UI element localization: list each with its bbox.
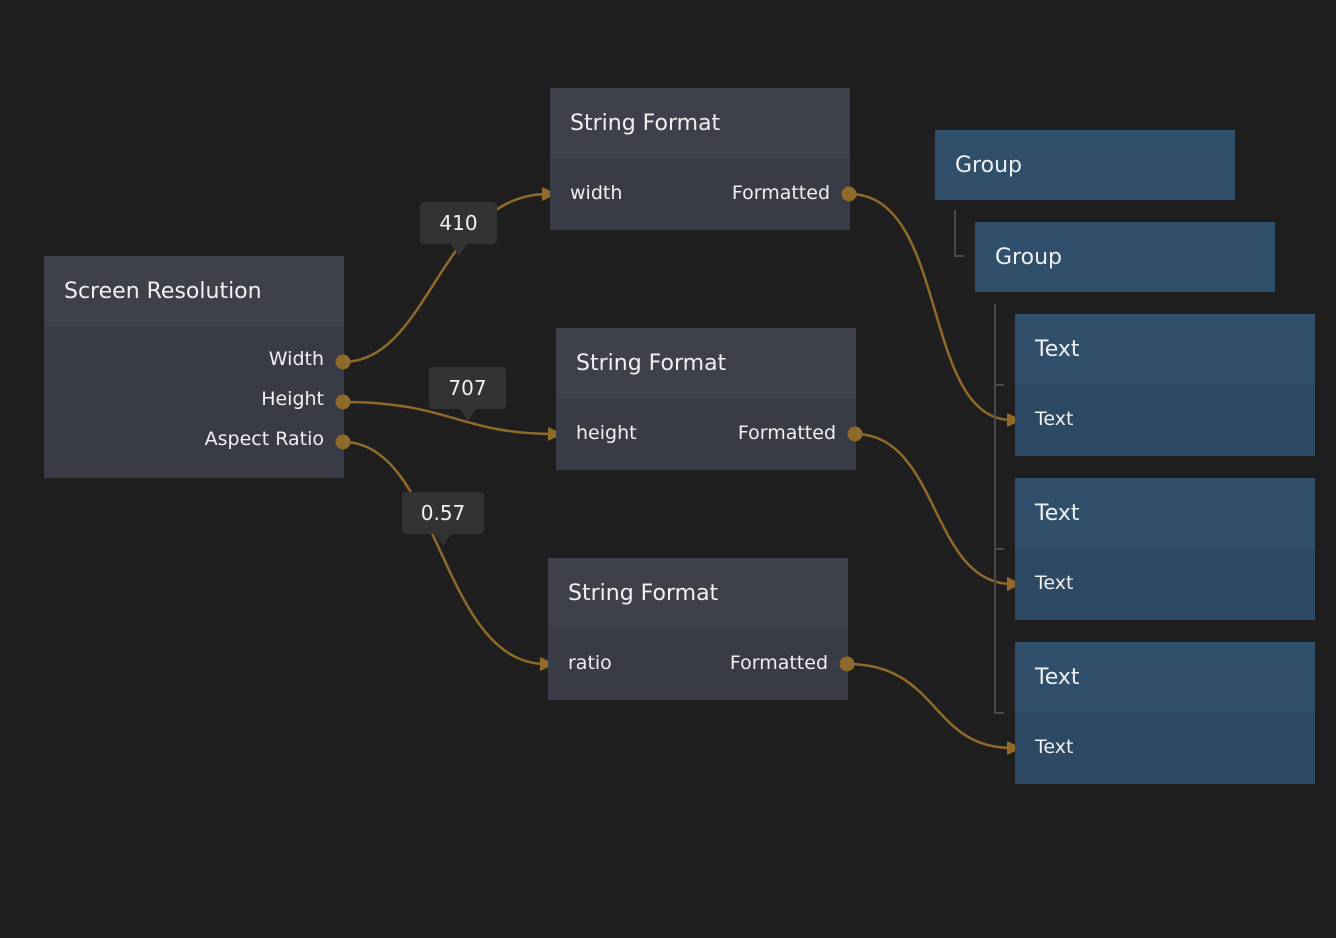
wire-formatted-3[interactable]	[846, 662, 1013, 750]
wire-height[interactable]	[342, 400, 555, 436]
string-format-node[interactable]: String Format width Formatted	[550, 88, 850, 230]
wire-width[interactable]	[342, 192, 549, 364]
input-port[interactable]: width	[570, 182, 623, 204]
arrow-icon	[548, 427, 563, 441]
arrow-icon	[540, 657, 555, 671]
text-node[interactable]: Text Text	[1015, 478, 1315, 620]
node-title: Text	[1015, 642, 1315, 712]
node-title: Group	[935, 130, 1235, 200]
node-title: Text	[1015, 478, 1315, 548]
output-aspect-ratio[interactable]: Aspect Ratio	[204, 428, 324, 450]
node-title: Group	[975, 222, 1275, 292]
node-title: String Format	[548, 558, 848, 628]
group-node[interactable]: Group	[975, 222, 1275, 292]
output-port[interactable]: Formatted	[737, 422, 836, 444]
input-port[interactable]: Text	[1035, 736, 1074, 758]
wire-formatted-1[interactable]	[848, 192, 1013, 422]
string-format-node[interactable]: String Format ratio Formatted	[548, 558, 848, 700]
input-port[interactable]: Text	[1035, 408, 1074, 430]
screen-resolution-node[interactable]: Screen Resolution Width Height Aspect Ra…	[44, 256, 344, 478]
tree-line	[994, 304, 1004, 714]
input-port[interactable]: ratio	[568, 652, 612, 674]
string-format-node[interactable]: String Format height Formatted	[556, 328, 856, 470]
arrow-icon	[1007, 413, 1022, 427]
wire-value-label: 410	[420, 202, 497, 256]
wire-value-label: 0.57	[402, 492, 484, 546]
input-port[interactable]: height	[576, 422, 637, 444]
node-title: String Format	[550, 88, 850, 158]
output-port[interactable]: Formatted	[731, 182, 830, 204]
output-port[interactable]: Formatted	[729, 652, 828, 674]
wire-value-label: 707	[429, 367, 506, 421]
text-node[interactable]: Text Text	[1015, 314, 1315, 456]
output-width[interactable]: Width	[268, 348, 324, 370]
node-title: Screen Resolution	[44, 256, 344, 326]
node-title: Text	[1015, 314, 1315, 384]
output-height[interactable]: Height	[261, 388, 324, 410]
tree-line	[954, 210, 964, 257]
arrow-icon	[1007, 577, 1022, 591]
wire-formatted-2[interactable]	[854, 432, 1013, 586]
text-node[interactable]: Text Text	[1015, 642, 1315, 784]
wire-aspect-ratio[interactable]	[342, 440, 547, 666]
arrow-icon	[1007, 741, 1022, 755]
node-title: String Format	[556, 328, 856, 398]
input-port[interactable]: Text	[1035, 572, 1074, 594]
arrow-icon	[542, 187, 557, 201]
group-node[interactable]: Group	[935, 130, 1235, 200]
